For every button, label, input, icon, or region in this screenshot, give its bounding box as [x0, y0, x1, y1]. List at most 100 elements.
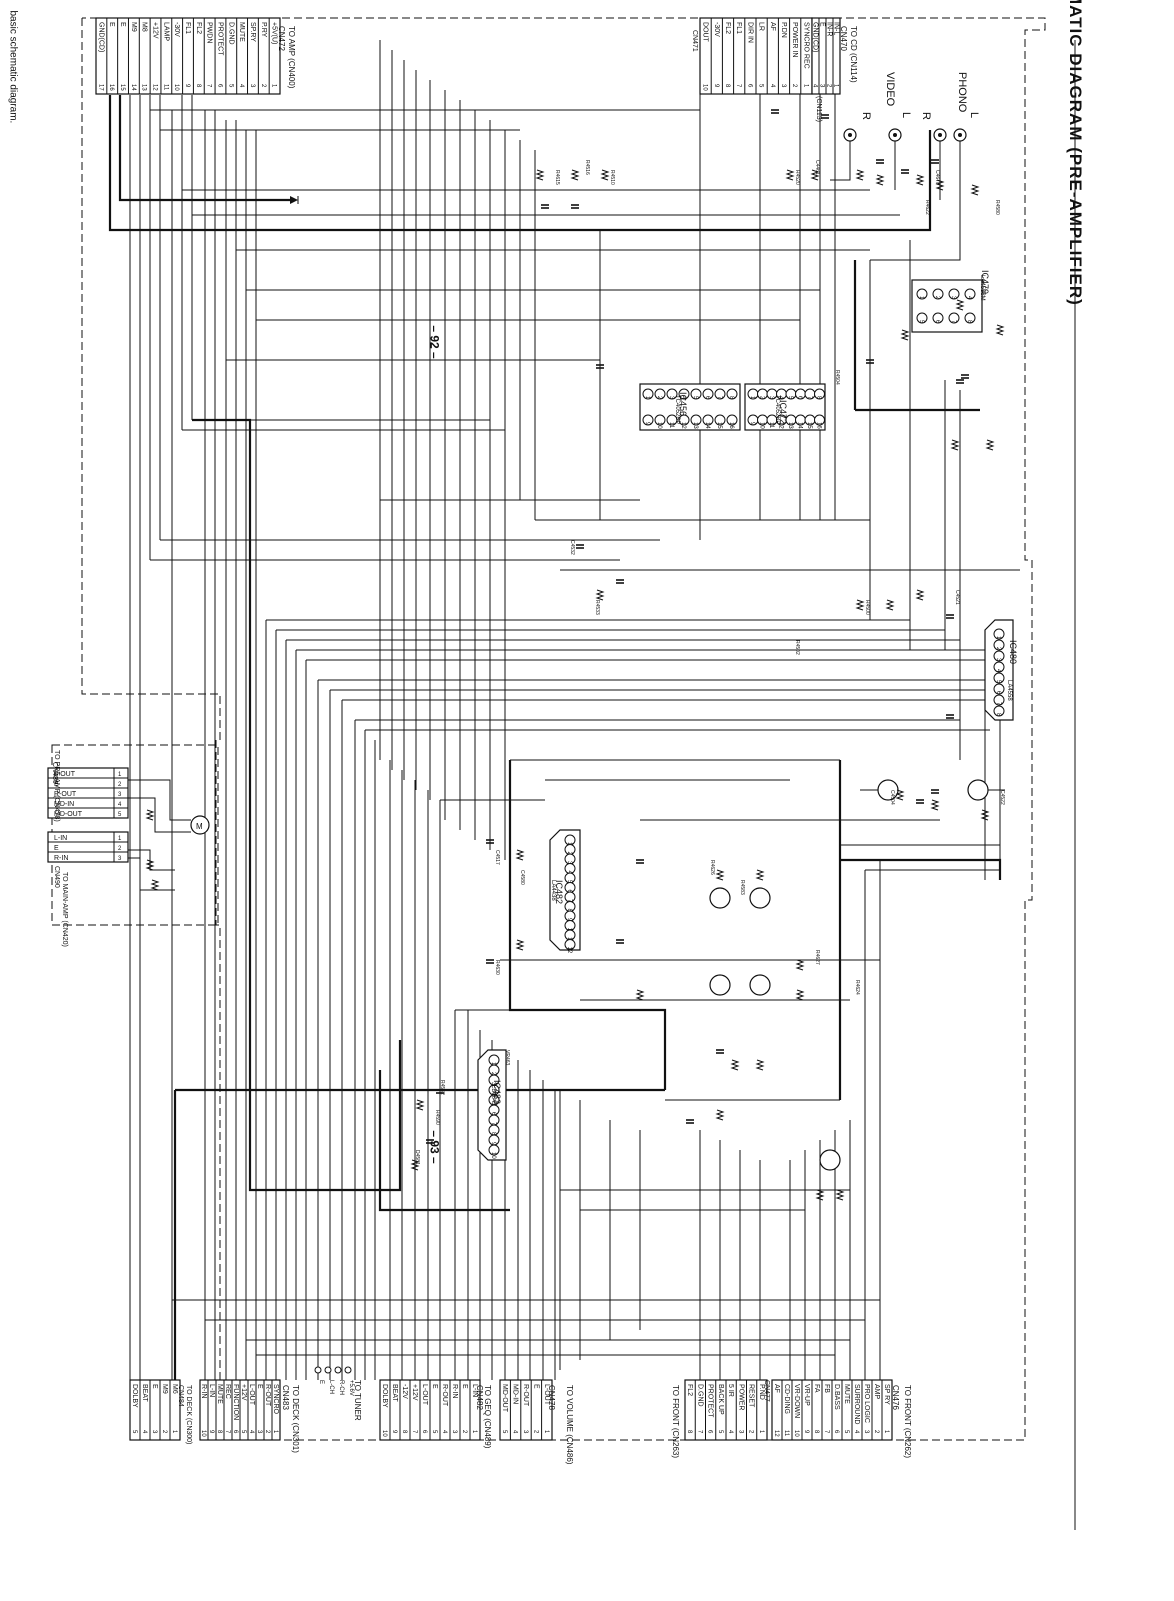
connector-pin-label: R-OUT — [441, 1384, 448, 1407]
pin-number: 5 — [227, 84, 233, 88]
connector-pin-label: E — [532, 1384, 539, 1389]
pin-number: 7 — [696, 1430, 702, 1434]
part-ref-label: R4583 — [739, 880, 745, 895]
connector-pin-label: AMP — [873, 1384, 880, 1400]
ic-pin-number: 7 — [716, 396, 722, 400]
ic-pin — [564, 939, 576, 950]
connector-pin-label: DIR IN — [746, 22, 753, 43]
connector-pin-label: IN-L — [833, 22, 840, 35]
resistor — [795, 959, 805, 971]
pin-number: 9 — [713, 84, 719, 88]
ic-pin-number: 9 — [490, 1142, 496, 1146]
resistor — [715, 869, 725, 881]
connector-pin-label: L-IN — [471, 1384, 478, 1397]
ic-pin — [488, 1144, 500, 1156]
tuner-pin-label: E — [318, 1380, 324, 1385]
pin-number: 3 — [118, 792, 122, 798]
pin-number: 3 — [737, 1430, 743, 1434]
pin-number: 1 — [758, 1430, 764, 1434]
connector-pin-label: VR-DOWN — [793, 1384, 800, 1418]
cn477-ref: CN477 — [763, 1380, 770, 1402]
ic-pin — [654, 388, 666, 400]
cn476-ref: CN476 — [891, 1385, 900, 1410]
connector-pin-label: FB — [823, 1384, 830, 1393]
part-ref-label: R4622 — [924, 200, 930, 215]
resistor — [755, 869, 765, 881]
connector-pin-label: CD-DING — [783, 1384, 790, 1414]
ic-pin-number: 5 — [692, 396, 698, 400]
cn482-title: TO GEQ (CN489) — [483, 1385, 492, 1449]
cn472-title: TO AMP (CN400) — [287, 26, 296, 89]
ic-pin — [714, 414, 726, 426]
connector-pin-label: POWER IN — [791, 22, 798, 57]
connector-pin-label: +12V — [411, 1384, 418, 1401]
tuner-pin-label: +5.6V — [348, 1380, 354, 1396]
ic-pin-number: 4 — [995, 669, 1001, 673]
resistor — [930, 799, 940, 811]
pin-number: 4 — [769, 84, 775, 88]
ic-pin-number: 1 — [566, 842, 572, 846]
connector-pin-label: FL2 — [686, 1384, 693, 1396]
capacitor — [636, 859, 644, 864]
ic-pin-number: 6 — [797, 396, 803, 400]
connector-pin-label: VR-UP — [803, 1384, 810, 1406]
ic-pin-number: 5 — [566, 880, 572, 884]
connector-pin-label: D.GND — [696, 1384, 703, 1407]
pin-number: 5 — [118, 812, 122, 818]
ic-pin-number: 6 — [704, 396, 710, 400]
part-ref-label: C4670 — [934, 170, 940, 185]
ic472-part: TC4052BP — [774, 395, 780, 425]
pin-number: 2 — [118, 782, 122, 788]
cn478-ref: CN478 — [547, 1385, 556, 1410]
connector-pin-label: AF — [769, 22, 776, 31]
ic-pin — [993, 639, 1005, 651]
connector-pin-label: 5 IR — [727, 1384, 734, 1397]
pin-number: 9 — [803, 1430, 809, 1434]
pin-number: 7 — [224, 1430, 230, 1434]
ic-pin-number: 9 — [644, 422, 650, 426]
connector-pin-label: M6 — [171, 1384, 178, 1394]
capacitor — [486, 839, 494, 844]
part-ref-label: R4624 — [854, 980, 860, 995]
capacitor — [436, 1089, 444, 1094]
part-ref-label: R4590 — [434, 1110, 440, 1125]
ic-pin-number: 3 — [490, 1082, 496, 1086]
resistor — [915, 589, 925, 601]
ic-pin-number: 3 — [995, 658, 1001, 662]
pin-number: 8 — [216, 1430, 222, 1434]
ic-pin-number: 8 — [995, 713, 1001, 717]
transistors — [709, 779, 1005, 1171]
capacitor — [716, 1049, 724, 1054]
ic-pin-number: 4 — [490, 1092, 496, 1096]
part-ref-label: C4461 — [814, 160, 820, 175]
connector-pin-label: FL1 — [735, 22, 742, 34]
capacitor — [901, 169, 909, 174]
connector-pin-label: M8 — [141, 22, 148, 32]
connector-pin-label: MD-OUT — [501, 1384, 508, 1413]
pin-number: 13 — [141, 84, 147, 91]
pin-number: 11 — [783, 1430, 789, 1437]
capacitor — [616, 579, 624, 584]
connector-pin-label: E — [108, 22, 115, 27]
cn484-ref: CN484 — [177, 1385, 184, 1407]
cn470-title: TO CD (CN114) — [849, 26, 858, 83]
pin-number: 4 — [512, 1430, 518, 1434]
resistor — [900, 329, 910, 341]
capacitor — [596, 364, 604, 369]
ic-pin — [916, 312, 928, 324]
resistor — [855, 169, 865, 181]
pin-number: 3 — [522, 1430, 528, 1434]
pin-number: 1 — [272, 1430, 278, 1434]
connector-pin-label: BEAT — [391, 1384, 398, 1402]
pin-number: 8 — [401, 1430, 407, 1434]
resistor — [895, 789, 905, 801]
part-ref-label: VR463 — [504, 1050, 510, 1066]
phono-jack-label: PHONO — [956, 72, 968, 113]
ic-pin-number: 6 — [995, 691, 1001, 695]
connector-pin-label: AF — [773, 1384, 780, 1393]
